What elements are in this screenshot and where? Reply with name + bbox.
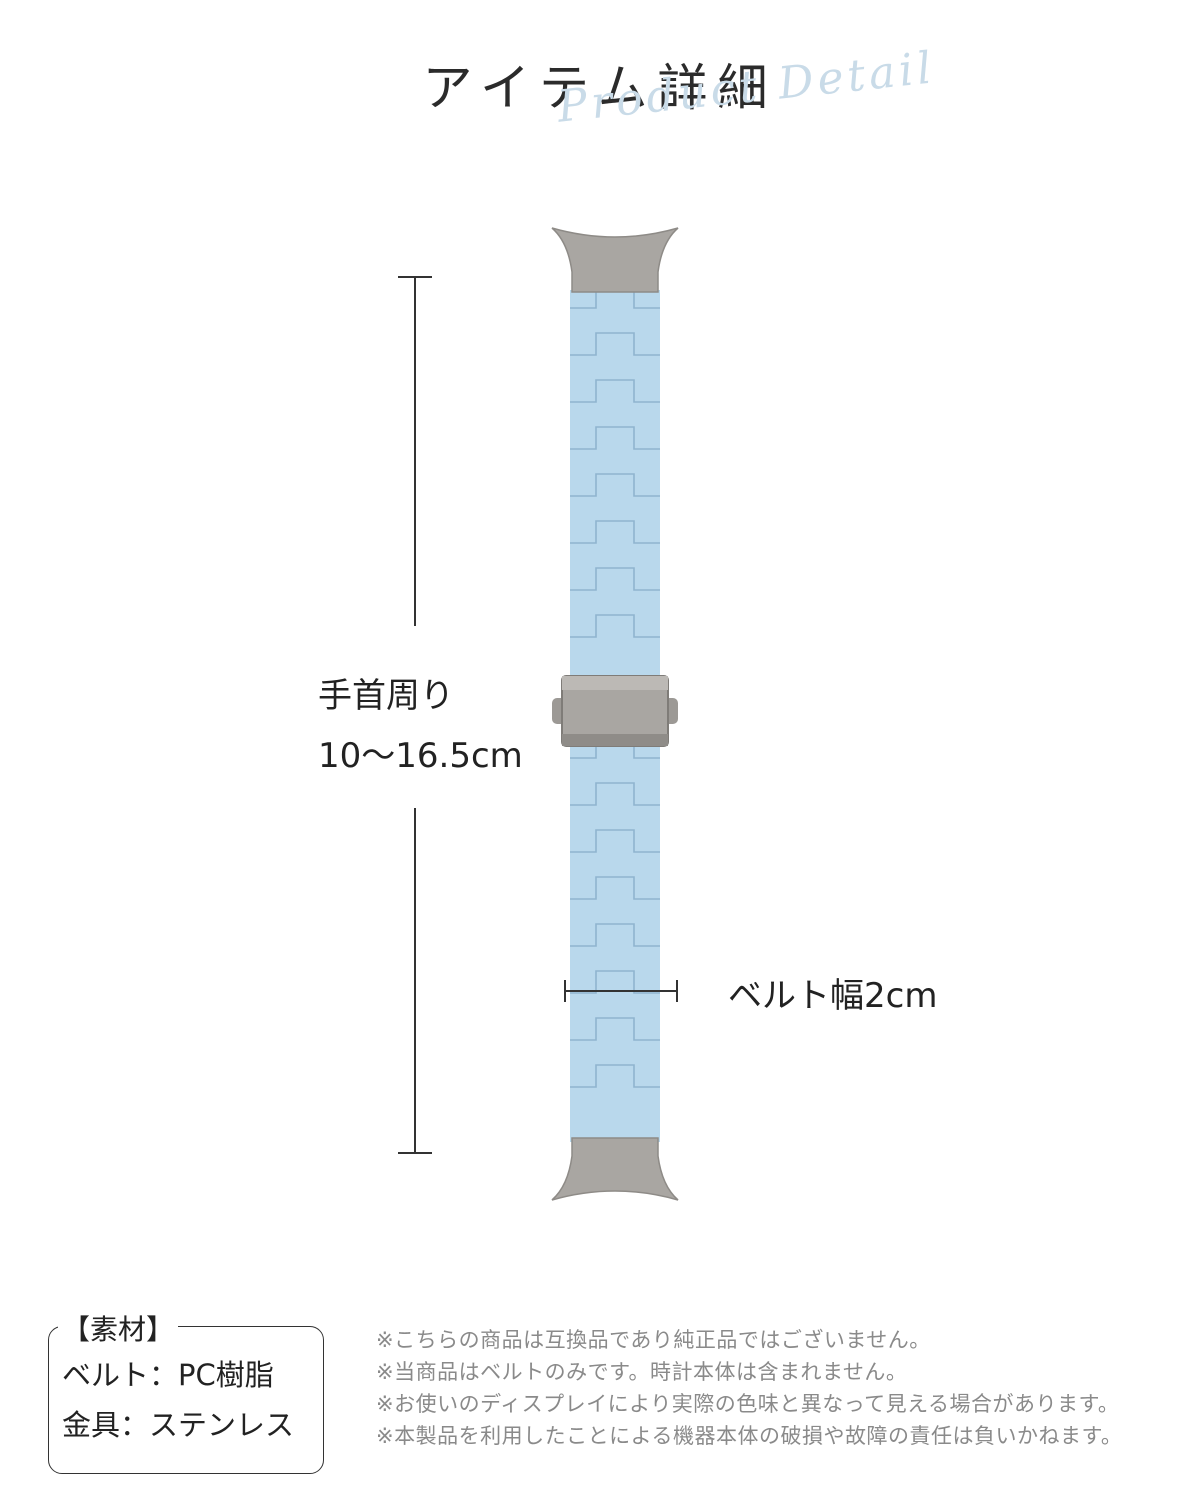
note-4: ※本製品を利用したことによる機器本体の破損や故障の責任は負いかねます。 bbox=[376, 1424, 1123, 1448]
material-hardware: 金具：ステンレス bbox=[62, 1408, 295, 1442]
wrist-label: 手首周り bbox=[318, 676, 454, 716]
band-segment bbox=[570, 290, 660, 682]
band-link bbox=[570, 614, 660, 638]
band-link bbox=[570, 473, 660, 497]
measure-line-lower bbox=[414, 808, 416, 1154]
band-segment bbox=[570, 740, 660, 1142]
note-1: ※こちらの商品は互換品であり純正品ではございません。 bbox=[376, 1328, 931, 1352]
materials-box bbox=[48, 1326, 324, 1474]
note-3: ※お使いのディスプレイにより実際の色味と異なって見える場合があります。 bbox=[376, 1392, 1120, 1416]
note-2: ※当商品はベルトのみです。時計本体は含まれません。 bbox=[376, 1360, 908, 1384]
width-tick-left bbox=[564, 980, 566, 1002]
band-link bbox=[570, 782, 660, 806]
top-lug bbox=[551, 227, 679, 293]
band-link bbox=[570, 520, 660, 544]
measure-line-upper bbox=[414, 276, 416, 626]
width-tick-right bbox=[676, 980, 678, 1002]
wrist-range: 10～16.5cm bbox=[318, 736, 523, 776]
watch-band-image bbox=[551, 227, 679, 1201]
band-link bbox=[570, 567, 660, 591]
bottom-lug bbox=[551, 1137, 679, 1201]
band-link bbox=[570, 970, 660, 994]
page-title: アイテム詳細 bbox=[422, 59, 778, 117]
width-line bbox=[566, 990, 676, 992]
band-link bbox=[570, 332, 660, 356]
band-link bbox=[570, 829, 660, 853]
measure-bottom-cap bbox=[398, 1152, 432, 1154]
materials-heading: 【素材】 bbox=[58, 1308, 179, 1348]
band-link bbox=[570, 923, 660, 947]
belt-width-label: ベルト幅2cm bbox=[728, 976, 938, 1016]
band-link bbox=[570, 1064, 660, 1088]
band-link bbox=[570, 379, 660, 403]
band-link bbox=[570, 876, 660, 900]
material-belt: ベルト：PC樹脂 bbox=[62, 1358, 274, 1392]
band-link bbox=[570, 1017, 660, 1041]
band-link bbox=[570, 426, 660, 450]
